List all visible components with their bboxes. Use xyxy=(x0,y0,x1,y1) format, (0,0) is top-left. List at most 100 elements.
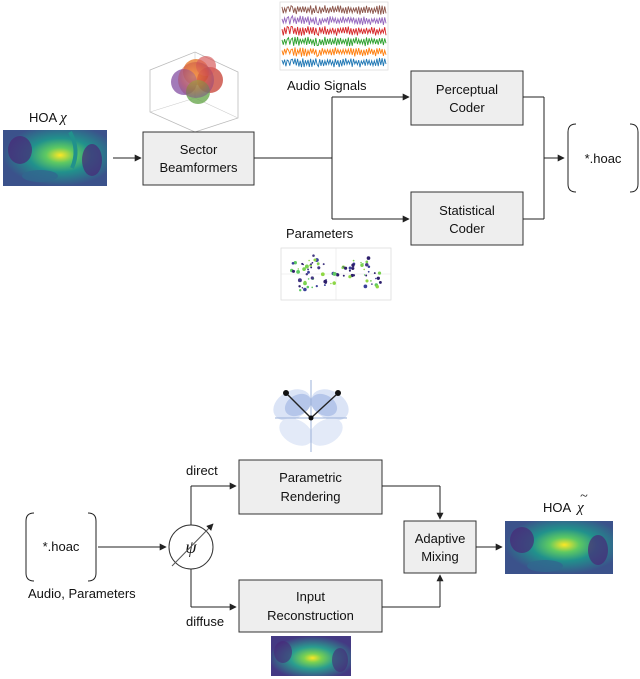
adaptive-mixing-box: Adaptive Mixing xyxy=(403,520,477,574)
sector-beamformers-box: Sector Beamformers xyxy=(142,131,255,186)
scatter-point xyxy=(307,270,310,274)
perceptual-coder-box: Perceptual Coder xyxy=(410,70,524,126)
scatter-point xyxy=(341,266,344,269)
decoder-merge-wires xyxy=(382,485,503,608)
statistical-coder-box: Statistical Coder xyxy=(410,191,524,246)
scatter-point xyxy=(363,284,368,289)
scatter-point xyxy=(365,274,368,277)
diffuse-label: diffuse xyxy=(186,614,224,629)
encoder-hoa-label: HOA χ xyxy=(29,110,67,126)
direct-label: direct xyxy=(186,463,218,478)
scatter-point xyxy=(297,268,300,270)
scatter-point xyxy=(370,280,372,282)
svg-text:Beamformers: Beamformers xyxy=(159,160,238,175)
decoder-hoa-label: HOA χ xyxy=(543,500,584,516)
parametric-rendering-box: Parametric Rendering xyxy=(238,459,383,515)
beam-sphere-icon xyxy=(149,51,239,133)
scatter-point xyxy=(360,263,364,268)
scatter-point xyxy=(375,277,377,280)
scatter-point xyxy=(299,289,302,292)
scatter-point xyxy=(375,285,379,289)
svg-text:Rendering: Rendering xyxy=(281,489,341,504)
scatter-point xyxy=(291,261,295,265)
scatter-point xyxy=(330,282,332,285)
waveform-trace xyxy=(281,36,387,47)
scatter-point xyxy=(296,270,300,274)
encoder-output-file: *.hoac xyxy=(567,123,639,193)
scatter-point xyxy=(310,263,312,266)
svg-text:*.hoac: *.hoac xyxy=(43,539,80,554)
parameter-scatter-icon xyxy=(280,247,392,301)
scatter-point xyxy=(317,263,319,266)
waveform-trace xyxy=(281,14,387,26)
encoder-hoa-heatmap-icon xyxy=(3,130,107,186)
waveform-trace xyxy=(281,25,387,37)
decoder-input-file: *.hoac xyxy=(25,512,97,582)
svg-text:Mixing: Mixing xyxy=(421,549,459,564)
svg-text:Sector: Sector xyxy=(180,142,218,157)
input-reconstruction-box: Input Reconstruction xyxy=(238,579,383,633)
svg-text:Reconstruction: Reconstruction xyxy=(267,608,354,623)
scatter-point xyxy=(303,287,307,292)
encoder-merge-wires xyxy=(523,96,565,220)
scatter-point xyxy=(315,284,318,288)
decoder-branch-wires xyxy=(190,482,237,611)
scatter-point xyxy=(366,256,371,260)
scatter-point xyxy=(348,275,352,279)
scatter-point xyxy=(313,258,317,262)
scatter-point xyxy=(342,274,345,277)
svg-text:Parametric: Parametric xyxy=(279,470,342,485)
scatter-point xyxy=(307,278,310,280)
scatter-point xyxy=(324,282,327,284)
svg-text:ψ: ψ xyxy=(185,537,197,557)
svg-text:*.hoac: *.hoac xyxy=(585,151,622,166)
waveform-trace xyxy=(281,57,387,68)
scatter-point xyxy=(305,272,309,276)
audio-waveform-icon xyxy=(279,1,389,71)
reconstruction-heatmap-icon xyxy=(271,636,351,676)
polar-pattern-icon xyxy=(273,380,349,452)
scatter-point xyxy=(302,267,306,271)
scatter-point xyxy=(322,263,325,266)
scatter-point xyxy=(332,271,337,276)
parameters-label: Parameters xyxy=(286,226,354,241)
waveform-trace xyxy=(281,47,387,58)
scatter-point xyxy=(365,260,369,264)
psi-splitter: ψ xyxy=(168,523,214,570)
scatter-point xyxy=(311,261,314,264)
scatter-point xyxy=(298,285,301,288)
scatter-point xyxy=(306,285,310,289)
scatter-point xyxy=(332,281,336,285)
svg-text:Perceptual: Perceptual xyxy=(436,82,498,97)
scatter-point xyxy=(367,270,370,273)
svg-text:Coder: Coder xyxy=(449,221,485,236)
scatter-point xyxy=(301,262,304,265)
scatter-point xyxy=(371,283,373,285)
scatter-point xyxy=(365,262,369,267)
scatter-point xyxy=(365,279,369,283)
scatter-point xyxy=(323,284,326,287)
scatter-point xyxy=(317,266,321,270)
svg-text:Coder: Coder xyxy=(449,100,485,115)
scatter-point xyxy=(312,254,315,257)
audio-signals-label: Audio Signals xyxy=(287,78,367,93)
scatter-point xyxy=(344,266,348,270)
scatter-point xyxy=(363,274,366,276)
scatter-point xyxy=(373,272,376,275)
scatter-point xyxy=(301,287,304,289)
scatter-point xyxy=(303,281,307,286)
scatter-point xyxy=(320,272,325,277)
svg-text:Statistical: Statistical xyxy=(439,203,495,218)
decoder-hoa-heatmap-icon xyxy=(505,521,613,574)
scatter-point xyxy=(308,259,310,262)
scatter-point xyxy=(307,268,310,271)
scatter-point xyxy=(348,266,352,270)
scatter-point xyxy=(304,264,309,269)
scatter-point xyxy=(297,278,302,283)
scatter-point xyxy=(367,265,371,269)
scatter-point xyxy=(333,283,335,285)
waveform-trace xyxy=(281,4,387,15)
scatter-point xyxy=(377,271,382,275)
svg-text:Adaptive: Adaptive xyxy=(415,531,466,546)
